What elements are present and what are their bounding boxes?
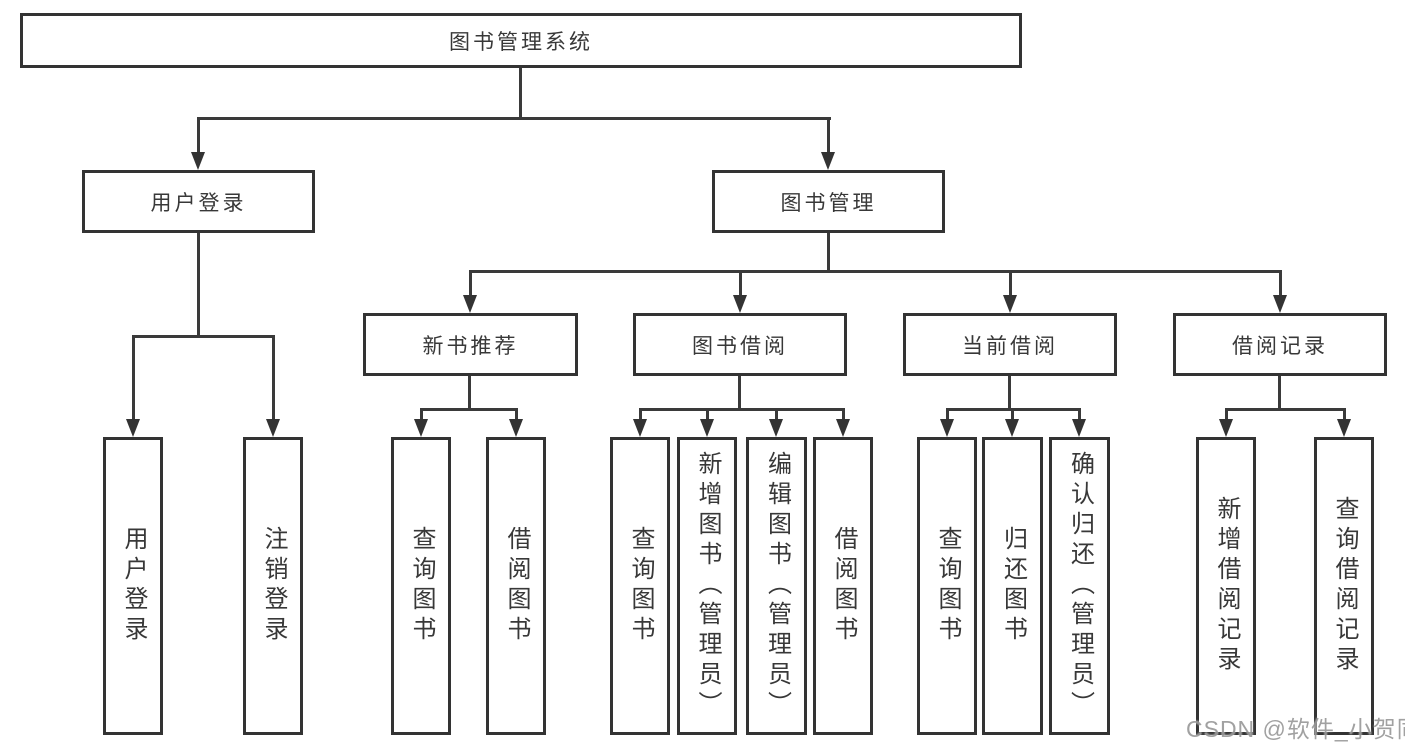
node-leaf-return-books: 归还图书 [982, 437, 1043, 735]
arrow-down-icon [769, 408, 783, 437]
arrow-down-icon [940, 408, 954, 437]
node-label: 归还图书 [999, 526, 1027, 646]
arrow-down-icon [1072, 408, 1086, 437]
node-leaf-query-books: 查询图书 [391, 437, 451, 735]
node-label: 图书借阅 [692, 334, 788, 358]
connector-management-stem [827, 233, 830, 270]
node-leaf-logout: 注销登录 [243, 437, 303, 735]
node-label: 用户登录 [120, 526, 147, 646]
arrow-down-icon [836, 408, 850, 437]
connector-management-splitter [469, 270, 1281, 273]
connector-record-splitter [1225, 408, 1345, 411]
connector-borrow-stem [738, 376, 741, 408]
node-leaf-query-borrow-record: 查询借阅记录 [1314, 437, 1374, 735]
node-user-login: 用户登录 [82, 170, 315, 233]
arrow-down-icon [1273, 270, 1287, 313]
connector-newbook-splitter [420, 408, 517, 411]
node-leaf-query-books: 查询图书 [610, 437, 670, 735]
arrow-down-icon [1005, 408, 1019, 437]
arrow-down-icon [414, 408, 428, 437]
node-leaf-add-borrow-record: 新增借阅记录 [1196, 437, 1256, 735]
csdn-watermark: CSDN @软件_小贺同学 [1186, 716, 1405, 742]
node-label: 借阅图书 [503, 526, 530, 646]
arrow-down-icon [700, 408, 714, 437]
node-book-management: 图书管理 [712, 170, 945, 233]
node-leaf-user-login: 用户登录 [103, 437, 163, 735]
arrow-down-icon [266, 335, 280, 437]
node-leaf-borrow-books: 借阅图书 [813, 437, 873, 735]
node-leaf-query-books: 查询图书 [917, 437, 977, 735]
node-library-management-system: 图书管理系统 [20, 13, 1022, 68]
node-label: 用户登录 [150, 191, 247, 215]
node-label: 当前借阅 [962, 334, 1058, 358]
node-label: 借阅图书 [830, 526, 857, 646]
connector-borrow-splitter [639, 408, 844, 411]
node-label: 编辑图书（管理员） [763, 451, 791, 721]
node-current-borrowing: 当前借阅 [903, 313, 1117, 376]
node-label: 查询图书 [627, 526, 654, 646]
arrow-down-icon [1003, 270, 1017, 313]
node-label: 图书管理系统 [449, 30, 593, 54]
node-label: 查询借阅记录 [1331, 496, 1358, 676]
connector-login-splitter [132, 335, 274, 338]
connector-current-stem [1008, 376, 1011, 408]
node-label: 新书推荐 [422, 334, 519, 358]
arrow-down-icon [1337, 408, 1351, 437]
connector-root-splitter [197, 117, 831, 120]
node-label: 新增借阅记录 [1213, 496, 1240, 676]
arrow-down-icon [509, 408, 523, 437]
arrow-down-icon [821, 117, 835, 170]
node-label: 确认归还（管理员） [1066, 451, 1094, 721]
connector-root-stem [519, 68, 522, 117]
arrow-down-icon [463, 270, 477, 313]
node-borrowing-records: 借阅记录 [1173, 313, 1387, 376]
node-book-borrowing: 图书借阅 [633, 313, 847, 376]
node-label: 新增图书（管理员） [694, 451, 721, 721]
node-label: 查询图书 [408, 526, 435, 646]
node-label: 借阅记录 [1232, 334, 1328, 358]
arrow-down-icon [1219, 408, 1233, 437]
arrow-down-icon [733, 270, 747, 313]
arrow-down-icon [191, 117, 205, 170]
node-new-book-recommendation: 新书推荐 [363, 313, 578, 376]
node-label: 注销登录 [260, 526, 287, 646]
arrow-down-icon [633, 408, 647, 437]
node-label: 图书管理 [780, 191, 877, 215]
node-leaf-confirm-return-admin: 确认归还（管理员） [1049, 437, 1110, 735]
arrow-down-icon [126, 335, 140, 437]
node-leaf-add-books-admin: 新增图书（管理员） [677, 437, 737, 735]
node-leaf-edit-books-admin: 编辑图书（管理员） [746, 437, 807, 735]
connector-newbook-stem [468, 376, 471, 408]
node-label: 查询图书 [934, 526, 961, 646]
connector-login-stem [197, 233, 200, 335]
node-leaf-borrow-books: 借阅图书 [486, 437, 546, 735]
connector-record-stem [1278, 376, 1281, 408]
